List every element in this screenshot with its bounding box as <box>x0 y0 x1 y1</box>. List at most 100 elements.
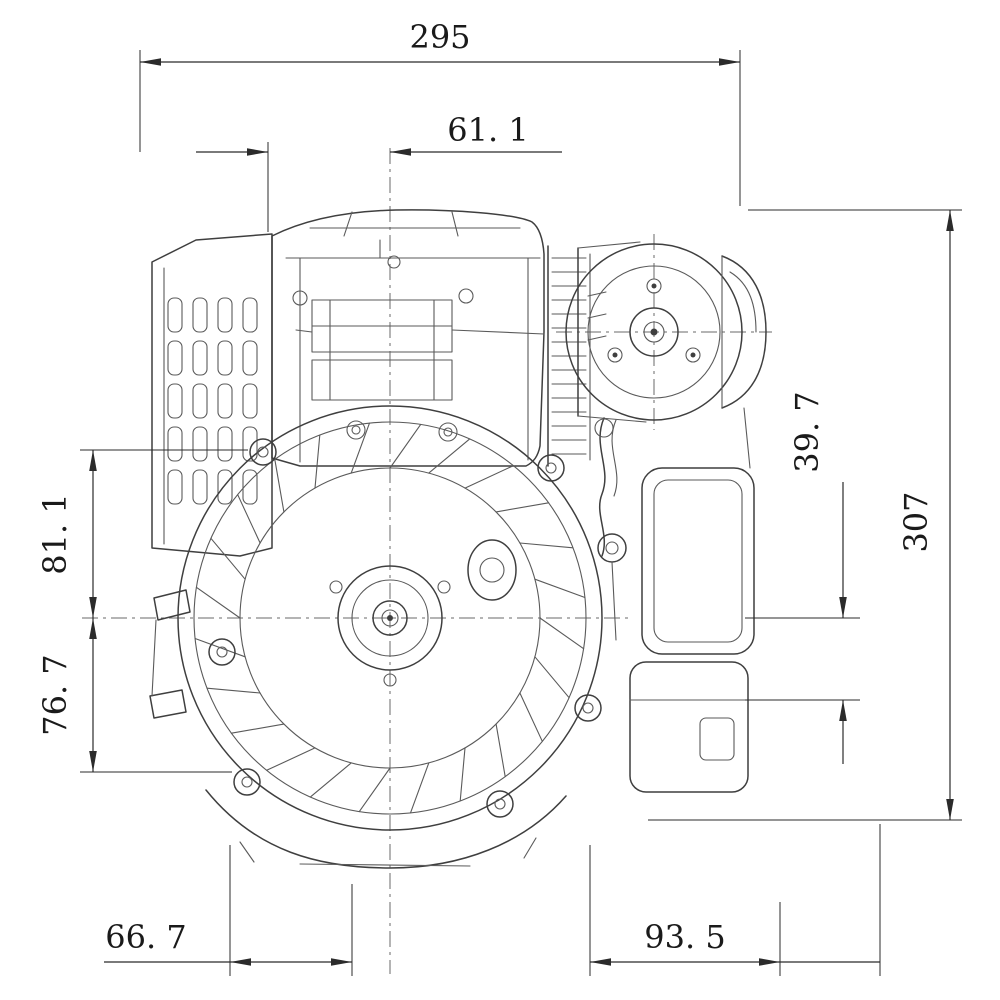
dimension-overall-height: 307 <box>648 209 962 821</box>
air-cleaner-slots <box>167 297 258 505</box>
vent-slot <box>217 469 233 505</box>
fan-fin <box>459 747 466 802</box>
arrowhead <box>759 958 780 966</box>
hood-seam-left <box>343 211 353 237</box>
muffler-cover-inner <box>729 271 757 333</box>
fan-fin <box>409 762 430 814</box>
fan-fin <box>350 422 371 474</box>
dimension-label: 76. 7 <box>36 654 74 735</box>
sump-base <box>149 589 567 869</box>
linkage-rod-right <box>451 329 545 335</box>
fan-fin <box>230 723 285 734</box>
dimension-top-offset: 61. 1 <box>196 111 562 232</box>
arrowhead <box>719 58 740 66</box>
crankshaft <box>372 600 408 636</box>
dipstick-tube <box>611 561 617 641</box>
fan-fin <box>314 434 321 489</box>
dimensions: 295 61. 1 81. 1 76. 7 <box>36 18 962 976</box>
dimension-label: 307 <box>897 491 935 552</box>
cylinder-fins <box>551 257 587 455</box>
vent-slot <box>242 469 258 505</box>
vent-slot <box>242 383 258 419</box>
hood-seam-right <box>451 211 459 237</box>
cylinder-head <box>547 245 591 467</box>
oil-fill-cap <box>597 533 627 563</box>
fan-fin <box>495 502 550 513</box>
dimension-right-offset: 39. 7 <box>745 391 860 764</box>
vent-slot <box>192 469 208 505</box>
base-face <box>299 863 471 867</box>
mount-boss-6-hole <box>545 462 557 474</box>
left-bracket-lower <box>149 689 187 719</box>
pto-boss <box>467 539 517 601</box>
arrowhead <box>140 58 161 66</box>
muffler-bolt-1-dot <box>651 283 657 289</box>
dimension-bottom-right: 93. 5 <box>589 824 881 976</box>
vent-slot <box>192 383 208 419</box>
linkage-pivot-2 <box>438 422 458 442</box>
sump-outline <box>205 789 567 869</box>
mount-boss-1 <box>249 438 277 466</box>
pto-boss-inner <box>479 557 505 583</box>
air-cleaner <box>151 233 273 557</box>
arrowhead <box>946 799 954 820</box>
fan-fin <box>539 617 585 650</box>
mount-boss-5-hole <box>582 702 594 714</box>
vent-slot <box>217 383 233 419</box>
left-bracket-upper <box>153 589 191 621</box>
heat-shield-slat-3 <box>587 335 607 341</box>
arrowhead <box>946 210 954 231</box>
hub-bolt-3 <box>437 580 451 594</box>
dimension-left-lower: 76. 7 <box>36 618 232 773</box>
fan-fin <box>266 747 316 771</box>
vent-slot <box>192 340 208 376</box>
flywheel <box>177 405 603 831</box>
base-rib-right <box>523 837 537 859</box>
dimension-label: 81. 1 <box>36 493 74 574</box>
housing-screw <box>387 255 401 269</box>
arrowhead <box>230 958 251 966</box>
dimension-label: 93. 5 <box>644 918 725 956</box>
heat-shield-slat-2 <box>587 313 607 319</box>
dimension-label: 66. 7 <box>105 918 186 956</box>
flywheel-rim <box>193 421 587 815</box>
vent-slot <box>242 297 258 333</box>
dimension-label: 295 <box>409 18 470 56</box>
fan-fin <box>534 578 586 599</box>
arrowhead <box>247 148 268 156</box>
linkage-rod-left <box>295 329 313 333</box>
fan-fin <box>210 537 246 580</box>
flywheel-outer <box>177 405 603 831</box>
muffler-bolt-1 <box>646 278 662 294</box>
tank-upper-inner <box>653 479 743 643</box>
muffler-bracket-top <box>577 241 641 249</box>
arrowhead <box>331 958 352 966</box>
hub-mid <box>351 579 429 657</box>
blower-housing <box>271 209 545 467</box>
muffler-bolt-3-dot <box>612 352 618 358</box>
muffler-cover <box>721 255 767 409</box>
housing-bolt-2 <box>458 288 474 304</box>
arrowhead <box>89 597 97 618</box>
crankshaft-center <box>387 615 393 621</box>
muffler-ring <box>587 265 721 399</box>
fan-fin <box>519 542 574 549</box>
fuel-hose <box>598 417 606 557</box>
arrowhead <box>89 618 97 639</box>
mount-boss-6 <box>537 454 565 482</box>
mount-boss-3-hole <box>241 776 253 788</box>
dimension-label: 39. 7 <box>788 391 826 472</box>
fan-fin <box>309 762 352 798</box>
hub-outer <box>337 565 443 671</box>
muffler-bracket-bottom <box>577 415 647 423</box>
vent-slot <box>192 297 208 333</box>
flywheel-hub <box>329 565 451 687</box>
vent-slot <box>192 426 208 462</box>
arrowhead <box>839 700 847 721</box>
arrowhead <box>590 958 611 966</box>
tank-lower-panel <box>699 717 735 761</box>
mount-boss-5 <box>574 694 602 722</box>
carburetor-base <box>311 359 453 401</box>
hose-clamp <box>594 418 614 438</box>
